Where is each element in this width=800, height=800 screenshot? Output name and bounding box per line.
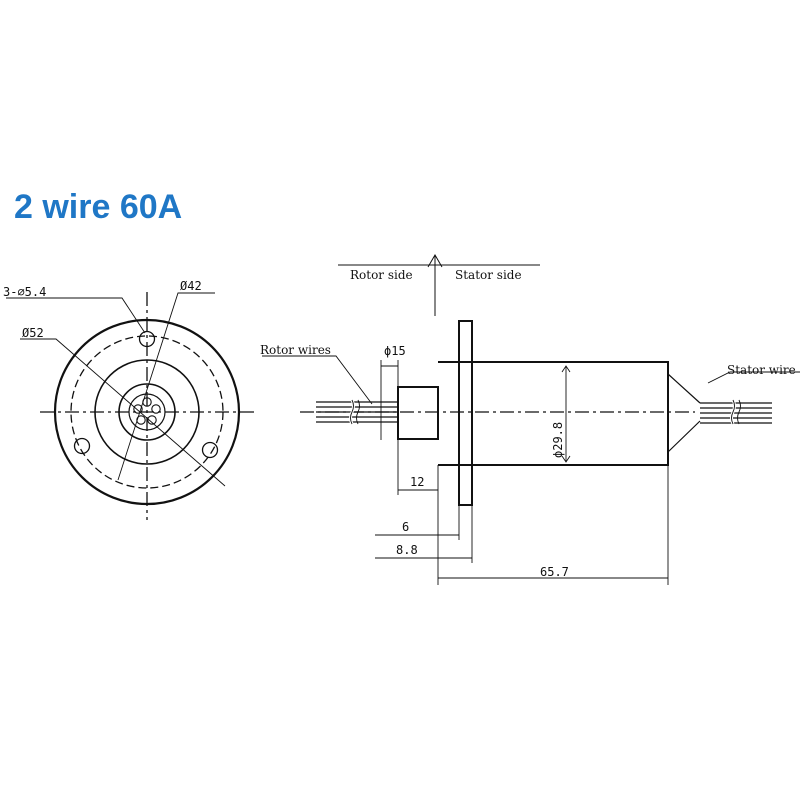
outer-flange-circle xyxy=(53,318,241,506)
label-pcd: Ø42 xyxy=(180,279,202,293)
side-view xyxy=(262,254,800,585)
label-rotor-side: Rotor side xyxy=(350,268,413,282)
body-circle xyxy=(94,359,200,465)
label-dim-65-7: 65.7 xyxy=(540,565,569,579)
leader-stator-wires xyxy=(707,371,800,384)
label-outer: Ø52 xyxy=(22,326,44,340)
leader-outer xyxy=(20,338,226,487)
title: 2 wire 60A xyxy=(14,188,183,226)
leader-rotor-wires xyxy=(262,355,373,405)
mount-hole-right xyxy=(201,441,219,459)
mount-hole-top xyxy=(138,330,156,348)
stator-wires xyxy=(667,373,772,453)
label-body-dia: ϕ29.8 xyxy=(551,422,565,458)
label-rotor-wires: Rotor wires xyxy=(260,343,331,357)
wire-bundle-front xyxy=(133,397,161,425)
label-dim-6: 6 xyxy=(402,520,409,534)
leader-pcd xyxy=(117,292,215,481)
rotor-wires xyxy=(316,399,398,425)
label-dim-12: 12 xyxy=(410,475,424,489)
bore-circle xyxy=(128,393,166,431)
label-dim-8-8: 8.8 xyxy=(396,543,418,557)
label-stator-wires: Stator wire xyxy=(727,363,796,377)
front-view xyxy=(6,292,255,520)
leader-holes xyxy=(6,297,146,334)
pcd-circle xyxy=(70,335,224,489)
body xyxy=(438,361,669,466)
mount-hole-left xyxy=(73,437,91,455)
label-stator-side: Stator side xyxy=(455,268,522,282)
label-holes: 3-⌀5.4 xyxy=(3,285,46,299)
flange xyxy=(458,320,473,506)
shaft xyxy=(397,386,439,440)
label-shaft-dia: ϕ15 xyxy=(384,344,406,358)
shaft-circle xyxy=(118,383,176,441)
